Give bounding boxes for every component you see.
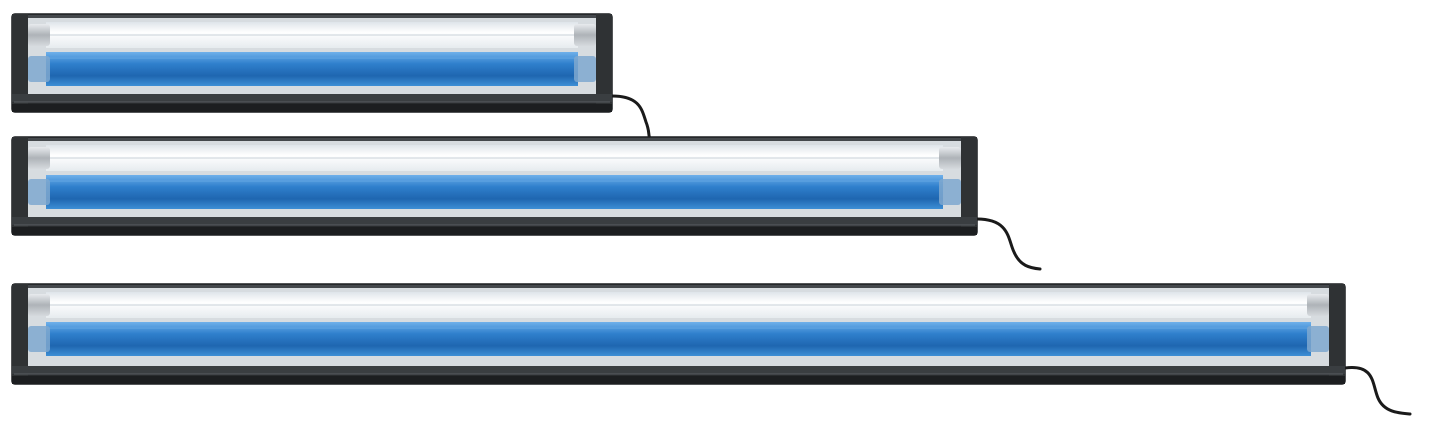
end-plate-left <box>12 284 28 384</box>
bottom-rail <box>12 94 612 102</box>
tube-end-cap <box>1307 294 1329 316</box>
power-cord <box>975 217 1042 271</box>
tube-end-cap <box>28 326 50 352</box>
tube-end-cap <box>28 294 50 316</box>
small-light-fixture <box>11 13 652 140</box>
power-cord <box>1343 366 1412 416</box>
tube-end-cap <box>939 179 961 205</box>
end-plate-right <box>1329 284 1345 384</box>
tube-end-cap <box>1307 326 1329 352</box>
tube-end-cap <box>28 24 50 46</box>
tube-end-cap <box>574 24 596 46</box>
tube-end-cap <box>28 179 50 205</box>
medium-light-fixture <box>11 136 1042 271</box>
end-plate-left <box>12 14 28 112</box>
bottom-rail <box>12 366 1345 374</box>
end-plate-right <box>961 137 977 235</box>
end-plate-left <box>12 137 28 235</box>
end-plate-right <box>596 14 612 112</box>
tube-end-cap <box>28 56 50 82</box>
base-rail <box>12 376 1345 384</box>
large-light-fixture <box>11 283 1412 416</box>
base-rail <box>12 227 977 235</box>
power-cord <box>610 94 652 140</box>
tube-end-cap <box>574 56 596 82</box>
tube-end-cap <box>939 147 961 169</box>
bottom-rail <box>12 217 977 225</box>
tube-end-cap <box>28 147 50 169</box>
base-rail <box>12 104 612 112</box>
